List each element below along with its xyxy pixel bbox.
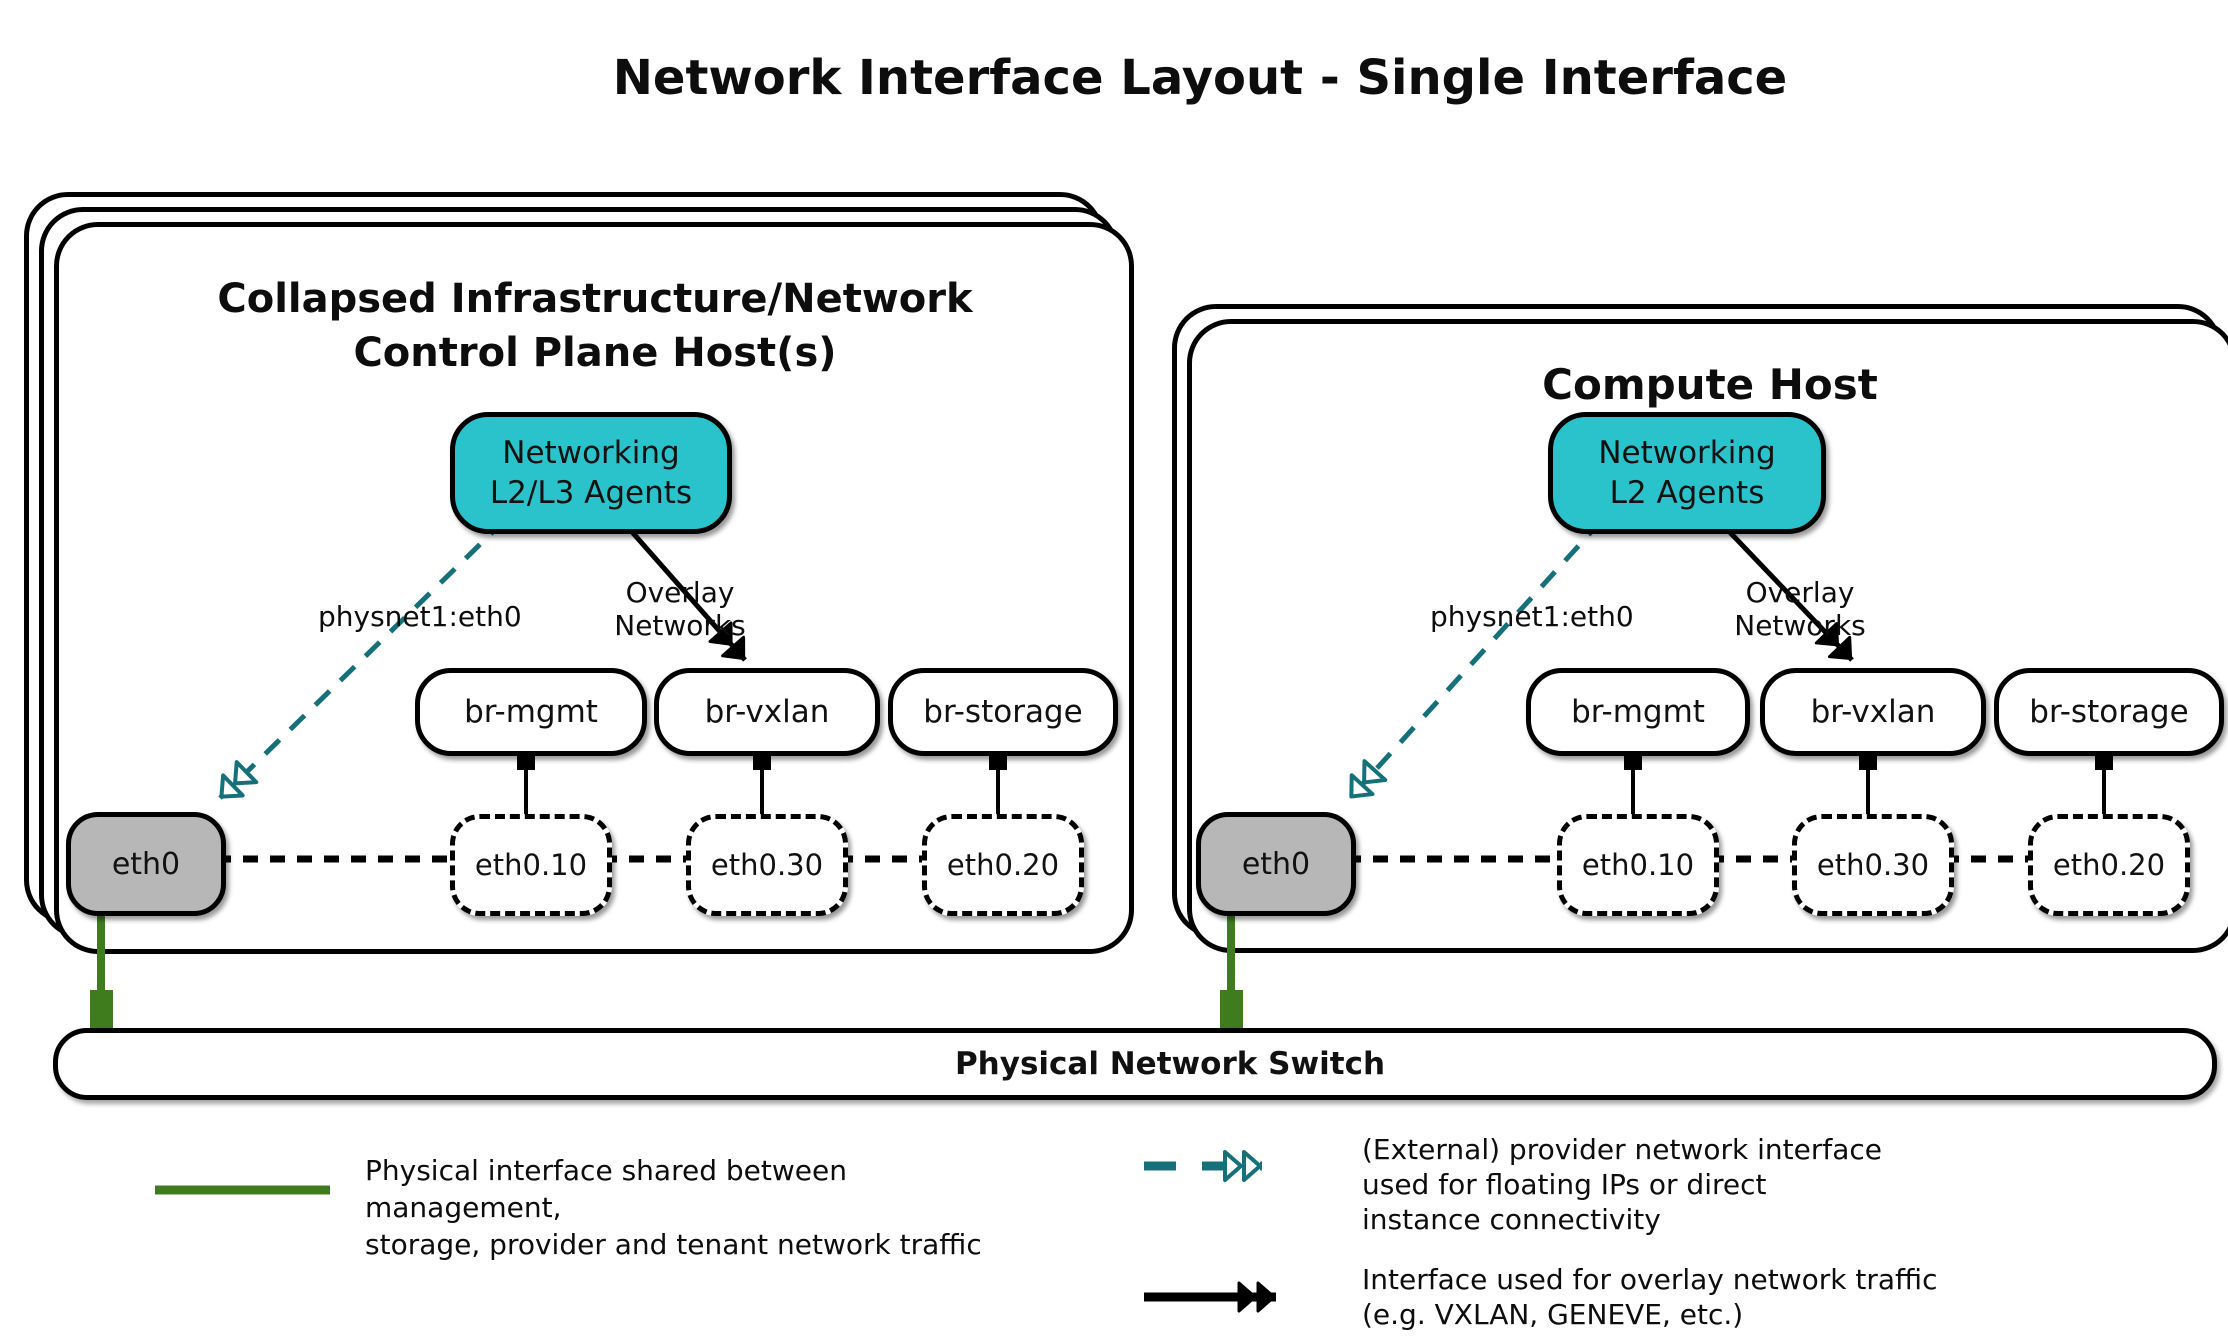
compute-overlay-arrow: [1720, 522, 1854, 662]
compute-vlan-eth0-20: eth0.20: [2028, 814, 2190, 916]
legend-provider-arrow-text: (External) provider network interface us…: [1362, 1133, 1882, 1236]
control-host-title: Collapsed Infrastructure/Network Control…: [217, 276, 973, 376]
control-provider-arrow: [218, 518, 507, 800]
control-vlan-eth0-10: eth0.10: [450, 814, 612, 916]
compute-bridge-br-storage: br-storage: [1994, 668, 2224, 756]
control-bridge-br-mgmt: br-mgmt: [415, 668, 647, 756]
control-provider-arrow-label: physnet1:eth0: [318, 600, 522, 633]
compute-physical-link: [1220, 906, 1243, 1030]
physical-network-switch: Physical Network Switch: [53, 1028, 2217, 1100]
compute-networking-agents-node: Networking L2 Agents: [1548, 412, 1826, 534]
control-networking-agents-node: Networking L2/L3 Agents: [450, 412, 732, 534]
compute-bridge-br-vxlan: br-vxlan: [1760, 668, 1986, 756]
control-vlan-eth0-20: eth0.20: [922, 814, 1084, 916]
compute-host-title: Compute Host: [1542, 360, 1878, 409]
compute-vlan-eth0-10: eth0.10: [1557, 814, 1719, 916]
control-physical-link: [90, 906, 113, 1030]
legend-physical-line-text: Physical interface shared between manage…: [365, 1154, 982, 1261]
control-bridge-br-storage: br-storage: [888, 668, 1118, 756]
compute-provider-arrow: [1348, 518, 1604, 800]
legend-overlay-arrow-text: Interface used for overlay network traff…: [1362, 1263, 1938, 1331]
control-overlay-arrow-label: Overlay Networks: [614, 576, 746, 642]
compute-provider-arrow-label: physnet1:eth0: [1430, 600, 1634, 633]
control-vlan-eth0-30: eth0.30: [686, 814, 848, 916]
compute-vlan-eth0-30: eth0.30: [1792, 814, 1954, 916]
page-title: Network Interface Layout - Single Interf…: [612, 50, 1788, 106]
compute-bridge-br-mgmt: br-mgmt: [1526, 668, 1750, 756]
compute-nic-eth0: eth0: [1196, 812, 1356, 916]
control-nic-eth0: eth0: [66, 812, 226, 916]
control-bridge-br-vxlan: br-vxlan: [654, 668, 880, 756]
control-overlay-arrow: [623, 522, 747, 662]
physical-network-switch-label: Physical Network Switch: [954, 1046, 1386, 1082]
compute-overlay-arrow-label: Overlay Networks: [1734, 576, 1866, 642]
